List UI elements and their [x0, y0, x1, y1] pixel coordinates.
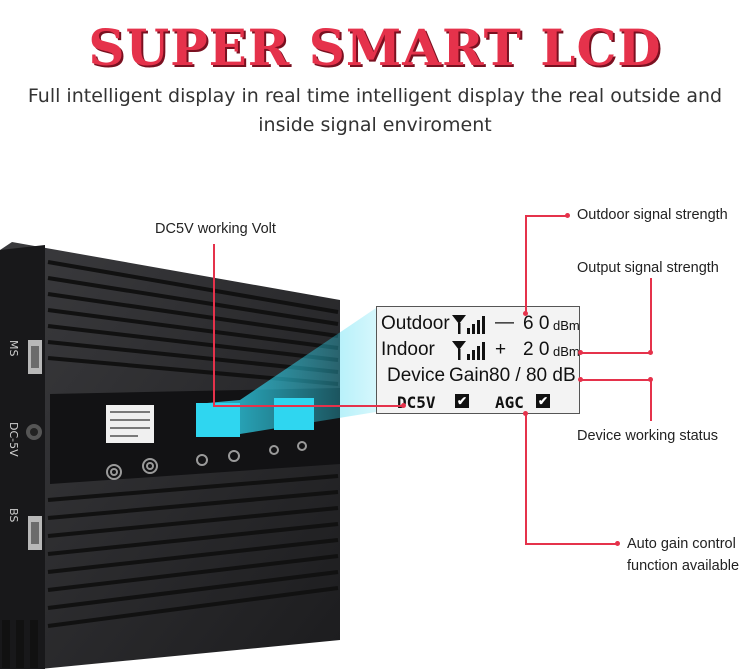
connector-bottom: [28, 516, 42, 550]
panel-buttons: [106, 441, 307, 480]
signal-booster-device: MS DC-5V BS: [0, 242, 340, 669]
lcd-indoor-unit: dBm: [553, 344, 580, 359]
page-subtitle: Full intelligent display in real time in…: [20, 82, 730, 140]
lcd-gain-value: 80 / 80 dB: [489, 365, 576, 386]
lcd-dc5v-label: DC5V: [397, 393, 436, 412]
agc-check-icon: ✔: [536, 394, 550, 408]
callout-outdoor-signal: Outdoor signal strength: [577, 207, 728, 223]
subtitle-line-2: inside signal enviroment: [258, 114, 492, 136]
callout-line-output-vertical: [650, 278, 652, 352]
lcd-indoor-value: 2 0: [523, 339, 550, 360]
callout-line-agc-horizontal: [525, 543, 617, 545]
lcd-display: Outdoor — 6 0 dBm Indoor + 2 0 dBm Devic…: [376, 306, 580, 414]
panel-lcd-left: [106, 405, 154, 443]
lcd-indoor-sign: +: [495, 339, 507, 360]
lcd-row-status: DC5V ✔ AGC ✔: [377, 389, 581, 415]
lcd-device-label: Device: [387, 365, 446, 386]
callout-dot: [648, 350, 653, 355]
lcd-outdoor-sign: —: [495, 312, 514, 333]
lcd-agc-label: AGC: [495, 393, 524, 412]
callout-device-status: Device working status: [577, 428, 719, 444]
callout-line-dc5v-vertical: [213, 244, 215, 405]
dc5v-check-icon: ✔: [455, 394, 469, 408]
lcd-row-indoor: Indoor + 2 0 dBm: [377, 337, 581, 363]
callout-line-status-horizontal: [580, 379, 652, 381]
callout-agc-line-1: Auto gain control: [627, 536, 736, 552]
subtitle-line-1: Full intelligent display in real time in…: [27, 85, 723, 107]
lcd-outdoor-label: Outdoor: [381, 313, 450, 334]
cooling-fins-bottom: [47, 474, 339, 628]
callout-line-status-vertical: [650, 379, 652, 421]
lcd-outdoor-value: 6 0: [523, 313, 550, 334]
callout-line-agc-vertical: [525, 413, 527, 544]
callout-line-outdoor-horizontal: [525, 215, 567, 217]
signal-bars-icon: [452, 315, 485, 334]
callout-dot: [578, 377, 583, 382]
callout-line-output-horizontal: [580, 352, 652, 354]
page-title: SUPER SMART LCD: [88, 18, 662, 77]
port-label-bottom: BS: [7, 508, 20, 522]
lcd-row-device: Device Gain 80 / 80 dB: [377, 363, 581, 389]
callout-dot: [523, 311, 528, 316]
callout-dot: [401, 403, 406, 408]
callout-agc-line-2: function available: [627, 558, 740, 574]
lcd-light-beam: [196, 308, 376, 436]
callout-dot: [615, 541, 620, 546]
lcd-row-outdoor: Outdoor — 6 0 dBm: [377, 311, 581, 337]
callout-agc: Auto gain control function available: [627, 533, 739, 577]
signal-bars-icon: [452, 341, 485, 360]
port-label-mid: DC-5V: [7, 422, 20, 457]
lcd-gain-label: Gain: [449, 365, 490, 386]
callout-line-outdoor-vertical: [525, 215, 527, 313]
callout-dc5v-volt: DC5V working Volt: [155, 221, 276, 237]
callout-dot: [578, 350, 583, 355]
device-feet: [2, 620, 38, 668]
callout-line-dc5v-horizontal: [213, 405, 403, 407]
callout-dot: [565, 213, 570, 218]
port-label-top: MS: [7, 340, 20, 356]
callout-output-signal: Output signal strength: [577, 260, 719, 276]
lcd-indoor-label: Indoor: [381, 339, 435, 360]
connector-top: [28, 340, 42, 374]
lcd-outdoor-unit: dBm: [553, 318, 580, 333]
